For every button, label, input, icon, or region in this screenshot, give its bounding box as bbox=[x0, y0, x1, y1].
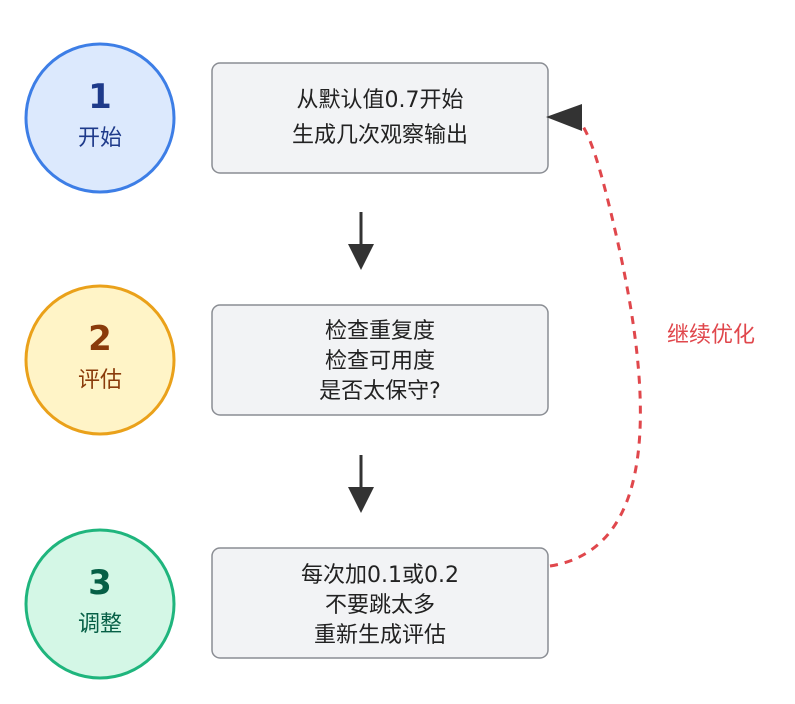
step-3-line-2: 不要跳太多 bbox=[325, 593, 435, 618]
step-1-name: 开始 bbox=[78, 126, 122, 151]
step-1-circle bbox=[24, 42, 176, 194]
step-1-line-1: 从默认值0.7开始 bbox=[297, 88, 464, 113]
step-3-name: 调整 bbox=[78, 612, 122, 637]
step-2-circle bbox=[24, 284, 176, 436]
step-3-line-3: 重新生成评估 bbox=[314, 623, 446, 648]
step-2-line-3: 是否太保守? bbox=[319, 379, 441, 404]
step-3-circle bbox=[24, 528, 176, 680]
down-arrow-1 bbox=[348, 212, 374, 270]
loop-back-dashed-line bbox=[549, 121, 642, 568]
step-2-box bbox=[211, 304, 549, 416]
step-1-number: 1 bbox=[88, 77, 112, 117]
down-arrow-2 bbox=[348, 455, 374, 513]
step-3-line-1: 每次加0.1或0.2 bbox=[301, 563, 459, 588]
step-2: 2 评估 检查重复度 检查可用度 是否太保守? bbox=[24, 284, 549, 436]
step-2-name: 评估 bbox=[78, 368, 122, 393]
step-2-line-2: 检查可用度 bbox=[325, 349, 435, 374]
loop-back-arrowhead bbox=[546, 104, 582, 131]
loop-back-connector: 继续优化 bbox=[546, 104, 755, 568]
step-3: 3 调整 每次加0.1或0.2 不要跳太多 重新生成评估 bbox=[24, 528, 549, 680]
step-2-line-1: 检查重复度 bbox=[325, 319, 435, 344]
step-3-number: 3 bbox=[88, 563, 112, 603]
step-1-line-2: 生成几次观察输出 bbox=[292, 123, 468, 148]
step-1: 1 开始 从默认值0.7开始 生成几次观察输出 bbox=[24, 42, 549, 194]
step-3-box bbox=[211, 547, 549, 659]
step-2-number: 2 bbox=[88, 319, 112, 359]
step-1-box bbox=[211, 62, 549, 174]
loop-label: 继续优化 bbox=[667, 323, 755, 348]
